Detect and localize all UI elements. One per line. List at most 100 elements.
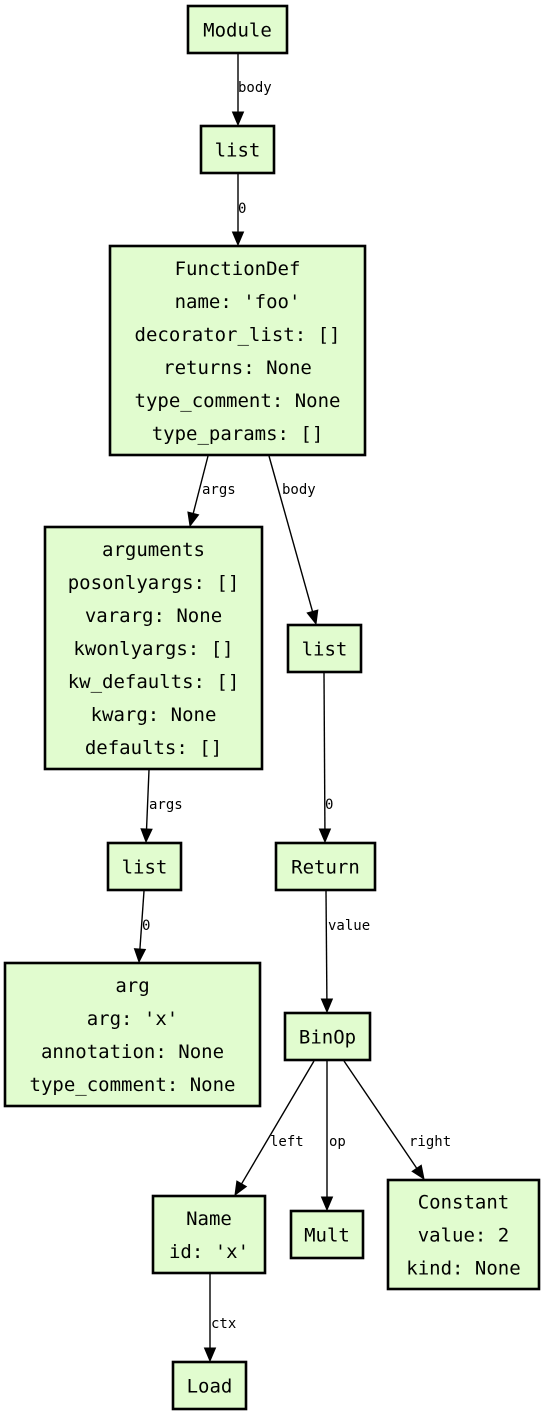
edge-label: left	[270, 1134, 304, 1150]
edge-label: 0	[325, 797, 333, 813]
node-field-label: type_params: []	[152, 423, 324, 445]
edge-line	[145, 769, 150, 830]
edge-name-to-load: ctx	[203, 1274, 236, 1363]
edge-module-to-list_body: body	[231, 54, 272, 127]
node-name: Name id: 'x'	[151, 1194, 267, 1275]
node-binop: BinOp	[283, 1011, 372, 1062]
node-box	[151, 1194, 267, 1275]
edge-list_args-to-arg: 0	[133, 890, 150, 964]
node-type-label: Module	[203, 20, 272, 42]
node-list_fbody: list	[286, 623, 363, 674]
arrowhead-icon	[411, 1164, 425, 1181]
edge-label: args	[149, 797, 183, 813]
node-field-label: value: 2	[418, 1225, 510, 1247]
node-type-label: FunctionDef	[175, 258, 301, 280]
edge-label: op	[329, 1134, 346, 1150]
node-field-label: returns: None	[163, 357, 312, 379]
edge-label: body	[282, 482, 316, 498]
node-constant: Constant value: 2 kind: None	[386, 1178, 541, 1291]
node-list_args: list	[106, 841, 183, 892]
edge-label: 0	[142, 918, 150, 934]
edge-binop-to-constant: right	[343, 1060, 451, 1181]
node-box	[171, 1360, 248, 1411]
edge-functiondef-to-arguments: args	[187, 455, 236, 528]
node-field-label: arg: 'x'	[87, 1008, 179, 1030]
node-field-label: kwarg: None	[91, 704, 217, 726]
node-type-label: BinOp	[299, 1027, 356, 1049]
node-field-label: id: 'x'	[169, 1241, 249, 1263]
node-box	[43, 525, 264, 771]
arrowhead-icon	[231, 111, 245, 127]
node-field-label: posonlyargs: []	[68, 572, 240, 594]
node-type-label: Return	[291, 857, 360, 879]
arrowhead-icon	[140, 828, 153, 844]
arrowhead-icon	[234, 1180, 248, 1197]
node-type-label: list	[122, 857, 168, 879]
arrowhead-icon	[318, 828, 332, 844]
edge-line	[343, 1060, 418, 1169]
arrowhead-icon	[306, 609, 319, 626]
node-field-label: defaults: []	[85, 737, 222, 759]
node-type-label: Name	[186, 1208, 232, 1230]
edge-return-to-binop: value	[320, 890, 370, 1014]
node-functiondef: FunctionDef name: 'foo' decorator_list: []…	[108, 244, 367, 457]
edge-binop-to-mult: op	[320, 1061, 346, 1212]
edge-line	[325, 890, 328, 1000]
node-arguments: arguments posonlyargs: [] vararg: None kwon…	[43, 525, 264, 771]
node-field-label: name: 'foo'	[175, 291, 301, 313]
edge-functiondef-to-list_fbody: body	[268, 455, 319, 626]
node-box	[283, 1011, 372, 1062]
node-box	[108, 244, 367, 457]
node-box	[199, 124, 276, 175]
node-arg: arg arg: 'x' annotation: None type_comment:…	[3, 961, 262, 1108]
node-return: Return	[274, 841, 377, 892]
edge-label: value	[328, 918, 370, 934]
node-type-label: Constant	[418, 1192, 510, 1214]
edge-arguments-to-list_args: args	[140, 769, 183, 844]
node-list_body: list	[199, 124, 276, 175]
edge-line	[268, 455, 314, 612]
edge-label: right	[409, 1134, 451, 1150]
arrowhead-icon	[203, 1347, 217, 1363]
node-type-label: Mult	[304, 1225, 350, 1247]
node-field-label: decorator_list: []	[135, 324, 341, 346]
edge-list_fbody-to-return: 0	[318, 672, 333, 844]
node-box	[289, 1209, 365, 1260]
node-field-label: kwonlyargs: []	[73, 638, 233, 660]
edge-line	[240, 1060, 315, 1185]
edge-line	[323, 672, 326, 830]
node-load: Load	[171, 1360, 248, 1411]
edge-list_body-to-functiondef: 0	[231, 174, 246, 247]
node-type-label: arg	[115, 975, 149, 997]
node-module: Module	[186, 4, 289, 55]
edge-label: 0	[238, 201, 246, 217]
edge-label: args	[202, 482, 236, 498]
arrowhead-icon	[187, 511, 200, 528]
node-box	[186, 4, 289, 55]
node-field-label: annotation: None	[41, 1041, 224, 1063]
node-field-label: vararg: None	[85, 605, 222, 627]
node-type-label: list	[302, 639, 348, 661]
arrowhead-icon	[320, 1196, 334, 1212]
node-field-label: kind: None	[406, 1258, 520, 1280]
edge-binop-to-name: left	[234, 1060, 315, 1197]
node-box	[3, 961, 262, 1108]
edges-layer: body 0 args body args 0 0 value left op right ctx	[133, 54, 451, 1363]
node-box	[106, 841, 183, 892]
node-mult: Mult	[289, 1209, 365, 1260]
node-field-label: kw_defaults: []	[68, 671, 240, 693]
node-field-label: type_comment: None	[135, 390, 341, 412]
node-field-label: type_comment: None	[30, 1074, 236, 1096]
edge-label: body	[238, 80, 272, 96]
edge-line	[192, 455, 209, 514]
arrowhead-icon	[320, 998, 334, 1014]
node-type-label: Load	[187, 1376, 233, 1398]
edge-label: ctx	[211, 1316, 236, 1332]
arrowhead-icon	[133, 948, 147, 964]
node-type-label: arguments	[102, 539, 205, 561]
node-box	[274, 841, 377, 892]
node-box	[386, 1178, 541, 1291]
arrowhead-icon	[231, 231, 245, 247]
